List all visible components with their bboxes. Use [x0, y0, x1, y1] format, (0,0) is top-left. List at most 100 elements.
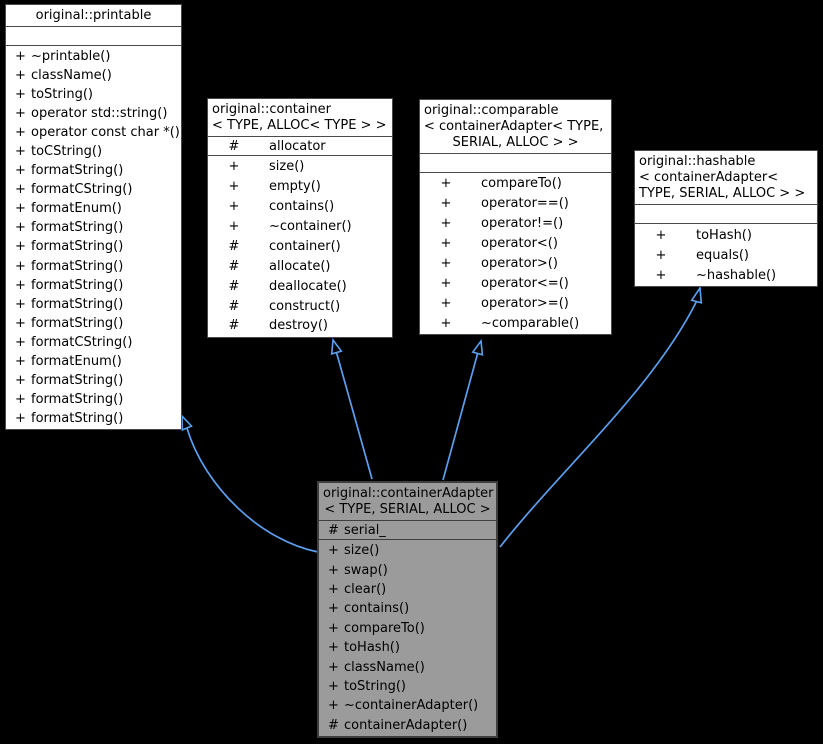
- member-name: operator<=(): [481, 275, 569, 291]
- method-row: +toHash(): [635, 228, 817, 243]
- member-name: contains(): [269, 199, 335, 215]
- visibility-marker: +: [15, 68, 26, 84]
- member-name: compareTo(): [344, 620, 425, 636]
- class-attributes-section: #serial_: [319, 521, 496, 540]
- visibility-marker: +: [440, 275, 452, 291]
- method-row: +className(): [319, 660, 496, 675]
- class-attributes-section: [420, 154, 611, 173]
- inheritance-arrow-comparable: [442, 338, 484, 481]
- member-name: formatEnum(): [31, 353, 122, 369]
- visibility-marker: +: [15, 125, 26, 141]
- visibility-marker: +: [440, 176, 452, 192]
- method-row: + formatString(): [6, 163, 181, 178]
- member-name: toCString(): [31, 144, 103, 160]
- member-name: operator==(): [481, 196, 569, 212]
- class-title-line: TYPE, SERIAL, ALLOC > >: [639, 186, 806, 201]
- member-name: equals(): [696, 247, 749, 263]
- member-name: size(): [344, 543, 380, 559]
- visibility-marker: +: [15, 220, 26, 236]
- member-name: formatString(): [31, 239, 124, 255]
- visibility-marker: #: [328, 717, 339, 733]
- method-row: +className(): [6, 68, 181, 83]
- visibility-marker: +: [440, 255, 452, 271]
- method-row: + compareTo(): [420, 176, 611, 191]
- visibility-marker: +: [328, 659, 339, 675]
- visibility-marker: +: [328, 543, 339, 559]
- visibility-marker: +: [228, 179, 240, 195]
- method-row: +formatEnum(): [6, 201, 181, 216]
- attribute-row: #allocator: [208, 139, 392, 154]
- class-box-hashable[interactable]: original::hashable< containerAdapter<TYP…: [634, 150, 818, 287]
- method-row: +toCString(): [6, 144, 181, 159]
- visibility-marker: +: [228, 199, 240, 215]
- class-attributes-section: [6, 27, 181, 46]
- visibility-marker: +: [440, 196, 452, 212]
- method-row: +contains(): [319, 601, 496, 616]
- visibility-marker: +: [15, 201, 26, 217]
- visibility-marker: +: [328, 562, 339, 578]
- member-name: operator<(): [481, 236, 558, 252]
- method-row: +formatString(): [6, 373, 181, 388]
- member-name: operator!=(): [481, 216, 564, 232]
- visibility-marker: +: [228, 219, 240, 235]
- inheritance-arrow-printable: [181, 413, 319, 553]
- method-row: +toHash(): [319, 640, 496, 655]
- method-row: +~hashable(): [635, 268, 817, 283]
- class-methods-section: + compareTo() + operator==() + operator!=() + o…: [420, 173, 611, 334]
- visibility-marker: +: [15, 87, 26, 103]
- method-row: +formatString(): [6, 239, 181, 254]
- member-name: construct(): [269, 298, 341, 314]
- visibility-marker: +: [15, 315, 26, 331]
- member-name: formatString(): [31, 277, 124, 293]
- method-row: + operator<=(): [420, 276, 611, 291]
- class-title-line: original::containerAdapter: [323, 486, 494, 501]
- visibility-marker: +: [440, 216, 452, 232]
- class-title: original::comparable< containerAdapter< …: [420, 100, 611, 154]
- method-row: +clear(): [319, 582, 496, 597]
- member-name: size(): [269, 159, 305, 175]
- method-row: #destroy(): [208, 318, 392, 333]
- member-name: formatString(): [31, 296, 124, 312]
- class-methods-section: +size()+swap()+clear()+contains()+compar…: [319, 540, 496, 736]
- method-row: +~comparable(): [420, 316, 611, 331]
- class-box-container[interactable]: original::container< TYPE, ALLOC< TYPE >…: [207, 98, 393, 338]
- visibility-marker: +: [15, 106, 26, 122]
- member-name: formatString(): [31, 258, 124, 274]
- visibility-marker: +: [15, 49, 26, 65]
- visibility-marker: +: [15, 334, 26, 350]
- visibility-marker: +: [228, 159, 240, 175]
- method-row: +compareTo(): [319, 621, 496, 636]
- method-row: #containerAdapter(): [319, 718, 496, 733]
- visibility-marker: +: [15, 163, 26, 179]
- method-row: + contains(): [208, 199, 392, 214]
- method-row: +formatString(): [6, 411, 181, 426]
- visibility-marker: +: [440, 315, 452, 331]
- member-name: contains(): [344, 601, 410, 617]
- member-name: formatString(): [31, 163, 124, 179]
- visibility-marker: +: [440, 236, 452, 252]
- method-row: +empty(): [208, 179, 392, 194]
- class-title: original::containerAdapter< TYPE, SERIAL…: [319, 483, 496, 521]
- member-name: toHash(): [696, 227, 752, 243]
- member-name: operator std::string(): [31, 106, 168, 122]
- visibility-marker: +: [655, 267, 667, 283]
- class-title: original::hashable< containerAdapter<TYP…: [635, 151, 817, 205]
- member-name: formatString(): [31, 372, 124, 388]
- member-name: toHash(): [344, 640, 400, 656]
- method-row: +operator const char *(): [6, 125, 181, 140]
- class-methods-section: +size()+empty()+contains()+~container()#…: [208, 156, 392, 337]
- visibility-marker: +: [328, 678, 339, 694]
- member-name: operator>=(): [481, 295, 569, 311]
- member-name: compareTo(): [481, 176, 562, 192]
- visibility-marker: +: [15, 353, 26, 369]
- member-name: deallocate(): [269, 278, 347, 294]
- class-box-comparable[interactable]: original::comparable< containerAdapter< …: [419, 99, 612, 335]
- method-row: #construct(): [208, 299, 392, 314]
- class-title-line: original::hashable: [639, 154, 756, 169]
- class-title-line: original::container: [212, 102, 331, 117]
- method-row: + size(): [319, 543, 496, 558]
- class-box-printable[interactable]: original::printable +~printable()+classN…: [5, 4, 182, 430]
- member-name: allocator: [269, 138, 326, 154]
- visibility-marker: #: [228, 238, 240, 254]
- class-box-containeradapter[interactable]: original::containerAdapter< TYPE, SERIAL…: [317, 481, 498, 738]
